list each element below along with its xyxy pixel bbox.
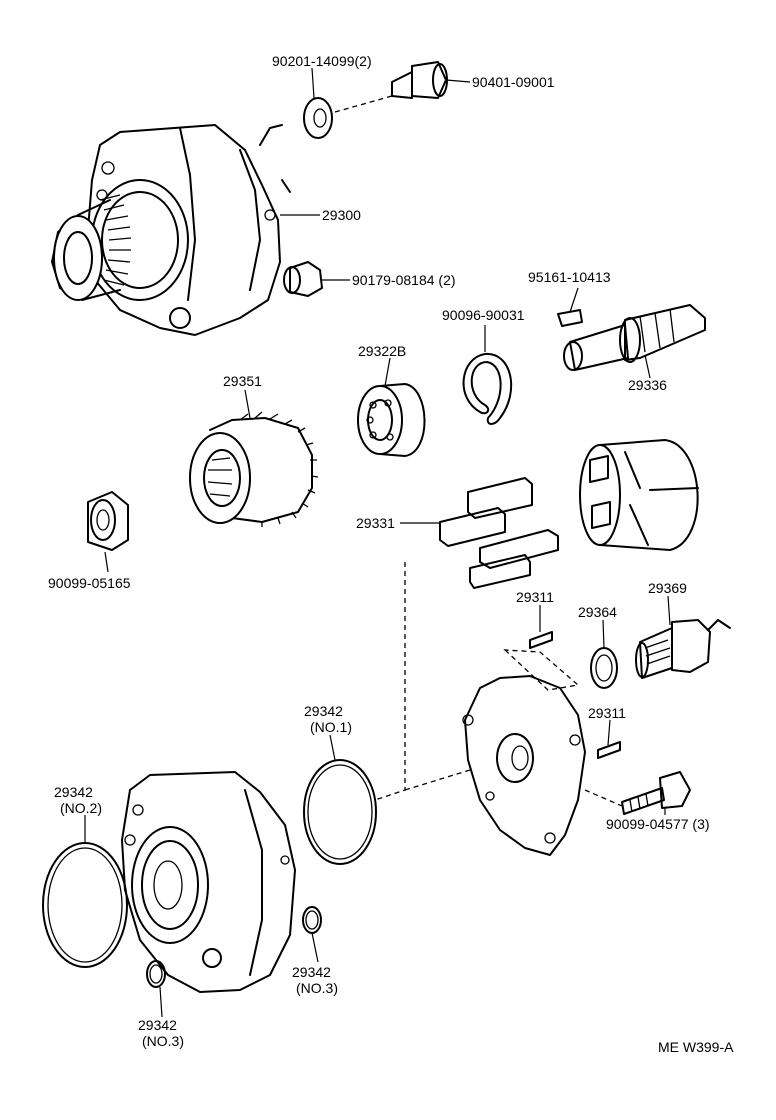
cover-plate[interactable]	[462, 675, 586, 856]
part-labels: 90201-14099(2) 90401-09001 29300 90179-0…	[48, 53, 734, 1055]
label-29369: 29369	[648, 580, 687, 596]
label-29311-lower: 29311	[588, 705, 626, 721]
o-ring-29342-no1[interactable]	[303, 759, 377, 865]
label-29342-no1-sub: (NO.1)	[310, 719, 352, 735]
label-29322B: 29322B	[358, 343, 406, 359]
label-29351: 29351	[223, 373, 262, 389]
label-29342-no2-sub: (NO.2)	[60, 800, 102, 816]
label-29342-no2: 29342	[54, 784, 93, 800]
union-bolt-90401-09001[interactable]	[391, 61, 448, 99]
o-ring-29342-no3-bottom[interactable]	[146, 960, 166, 988]
pin-29311-lower[interactable]	[597, 741, 621, 759]
label-29336: 29336	[628, 377, 667, 393]
leader-lines	[84, 67, 671, 1018]
label-90099-05165: 90099-05165	[48, 575, 131, 591]
pump-housing-29300[interactable]	[51, 124, 291, 336]
label-29342-no1: 29342	[304, 703, 343, 719]
pin-29311-upper[interactable]	[529, 631, 553, 649]
cap-90179-08184[interactable]	[283, 261, 323, 297]
snap-ring-90096-90031[interactable]	[462, 352, 513, 425]
label-90099-04577: 90099-04577 (3)	[606, 816, 710, 832]
gear-29351[interactable]	[189, 411, 319, 527]
diagram-code: ME W399-A	[658, 1039, 734, 1055]
nut-90099-05165[interactable]	[87, 491, 129, 551]
label-29331: 29331	[356, 515, 395, 531]
o-ring-29342-no2[interactable]	[42, 842, 128, 968]
label-29364: 29364	[578, 604, 617, 620]
o-ring-29342-no3-right[interactable]	[302, 906, 322, 934]
bearing-29322B[interactable]	[357, 383, 426, 457]
label-29300: 29300	[322, 207, 361, 223]
washer-90201-14099[interactable]	[303, 97, 333, 139]
vanes-29331[interactable]	[439, 477, 559, 589]
shaft-29336[interactable]	[563, 304, 706, 371]
gasket-29364[interactable]	[590, 647, 618, 689]
assembly-dashed-lines	[334, 95, 623, 807]
rotor[interactable]	[579, 439, 699, 551]
label-29311-upper: 29311	[516, 589, 554, 605]
label-90401-09001: 90401-09001	[472, 74, 555, 90]
label-95161-10413: 95161-10413	[528, 269, 611, 285]
label-29342-no3-right-sub: (NO.3)	[296, 980, 338, 996]
key-95161-10413[interactable]	[557, 309, 583, 327]
label-90201-14099: 90201-14099(2)	[272, 53, 372, 69]
label-29342-no3-right: 29342	[292, 964, 331, 980]
bolt-90099-04577[interactable]	[621, 771, 691, 815]
label-90179-08184: 90179-08184 (2)	[352, 272, 456, 288]
switch-29369[interactable]	[635, 619, 731, 679]
pump-body[interactable]	[121, 771, 296, 993]
label-90096-90031: 90096-90031	[442, 307, 525, 323]
label-29342-no3-bottom: 29342	[138, 1017, 177, 1033]
label-29342-no3-bottom-sub: (NO.3)	[142, 1033, 184, 1049]
